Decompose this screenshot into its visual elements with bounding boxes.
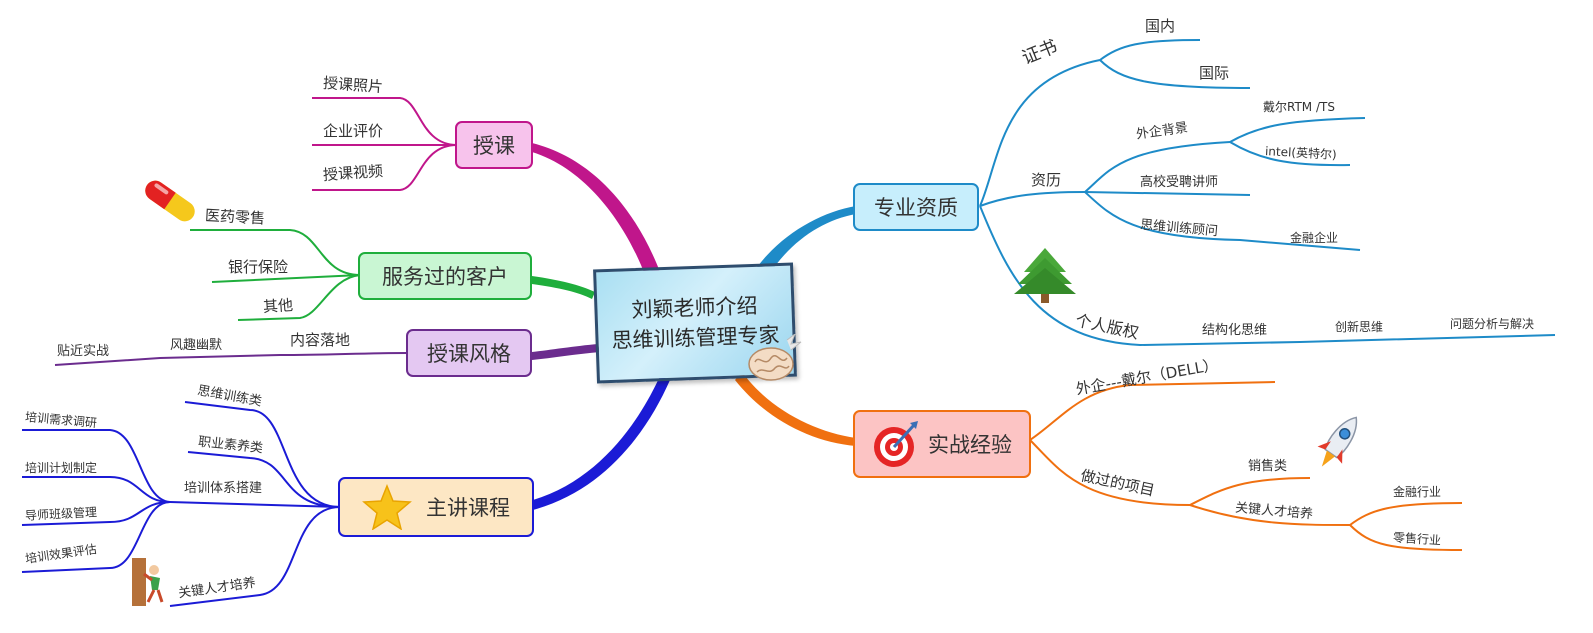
shouke-item-photos[interactable]: 授课照片 <box>322 73 384 97</box>
clients-item-pharma[interactable]: 医药零售 <box>204 206 266 228</box>
topic-clients-label: 服务过的客户 <box>382 265 508 289</box>
branch-courses <box>533 376 670 510</box>
shouke-item-videos[interactable]: 授课视频 <box>322 161 384 185</box>
branch-style <box>532 344 600 360</box>
exp-talent-retail[interactable]: 零售行业 <box>1392 530 1442 548</box>
topic-style[interactable]: 授课风格 <box>406 329 532 377</box>
courses-item-training-system[interactable]: 培训体系搭建 <box>184 481 263 496</box>
topic-experience[interactable]: 实战经验 <box>853 410 1031 478</box>
topic-style-label: 授课风格 <box>427 342 511 366</box>
exp-sales[interactable]: 销售类 <box>1248 459 1288 474</box>
qual-consultant-finance[interactable]: 金融企业 <box>1290 231 1339 245</box>
rocket-icon <box>1317 416 1358 467</box>
topic-shouke-label: 授课 <box>473 134 515 158</box>
qual-cert-domestic[interactable]: 国内 <box>1145 17 1176 35</box>
courses-sub-plan[interactable]: 培训计划制定 <box>25 461 98 475</box>
topic-qualifications-label: 专业资质 <box>874 196 958 220</box>
central-topic-line1: 刘颖老师介绍 <box>631 293 758 322</box>
qual-foreign-dell[interactable]: 戴尔RTM /TS <box>1263 100 1335 114</box>
brain-icon <box>748 334 802 381</box>
topic-qualifications[interactable]: 专业资质 <box>853 183 979 231</box>
style-item-humor[interactable]: 风趣幽默 <box>170 338 223 353</box>
shouke-item-reviews[interactable]: 企业评价 <box>323 122 384 140</box>
clients-item-bank[interactable]: 银行保险 <box>228 258 289 276</box>
target-icon <box>874 421 918 467</box>
topic-shouke[interactable]: 授课 <box>455 121 533 169</box>
qual-lecturer[interactable]: 高校受聘讲师 <box>1140 175 1219 190</box>
branch-qual <box>755 206 856 276</box>
topic-experience-label: 实战经验 <box>928 433 1012 457</box>
branch-exp <box>735 372 856 446</box>
qual-cp-problem-solving[interactable]: 问题分析与解决 <box>1450 317 1535 331</box>
topic-courses[interactable]: 主讲课程 <box>338 477 534 537</box>
courses-sub-class-mgmt[interactable]: 导师班级管理 <box>24 505 98 523</box>
topic-courses-label: 主讲课程 <box>426 496 510 520</box>
exp-talent-finance[interactable]: 金融行业 <box>1393 485 1442 499</box>
clients-item-other[interactable]: 其他 <box>262 295 294 317</box>
tree-icon <box>1014 248 1076 303</box>
qual-resume[interactable]: 资历 <box>1031 171 1062 189</box>
climber-icon <box>132 558 164 606</box>
qual-cp-innovative[interactable]: 创新思维 <box>1335 320 1384 334</box>
pill-icon <box>145 180 195 222</box>
branch-clients <box>532 276 595 299</box>
qual-cp-structured[interactable]: 结构化思维 <box>1202 323 1268 338</box>
qual-cert-international[interactable]: 国际 <box>1199 64 1230 82</box>
branch-shouke <box>532 143 660 275</box>
qual-foreign-intel[interactable]: intel(英特尔) <box>1264 144 1338 162</box>
topic-clients[interactable]: 服务过的客户 <box>358 252 532 300</box>
style-item-realistic[interactable]: 贴近实战 <box>57 344 110 359</box>
star-icon <box>362 484 412 530</box>
style-item-practical[interactable]: 内容落地 <box>290 331 351 349</box>
